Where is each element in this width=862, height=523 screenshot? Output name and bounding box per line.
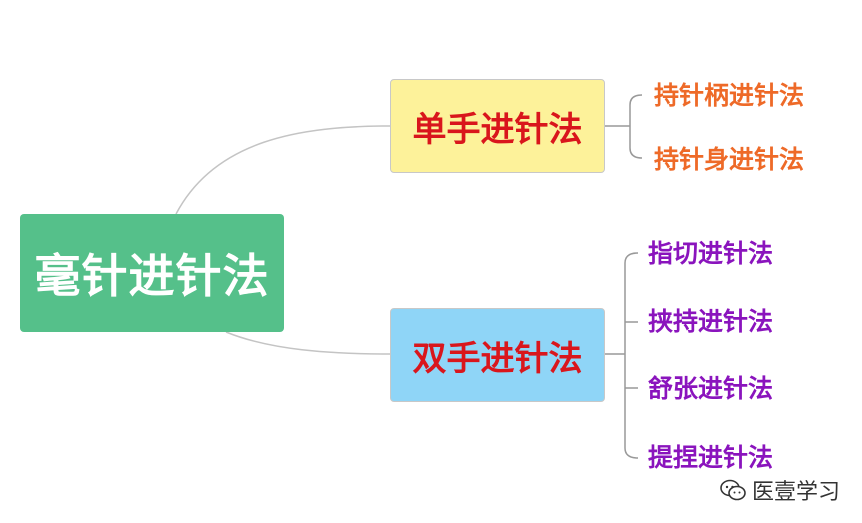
- watermark: 医壹学习: [720, 474, 840, 506]
- connector-branch-2-leaves: [624, 252, 639, 459]
- connector-root-to-branch-1: [175, 125, 391, 215]
- root-node: 毫针进针法: [20, 214, 284, 332]
- leaf-node: 舒张进针法: [648, 374, 774, 403]
- leaf-node: 持针身进针法: [654, 145, 805, 174]
- leaf-node: 指切进针法: [648, 239, 774, 268]
- leaf-node: 持针柄进针法: [654, 81, 805, 110]
- watermark-text: 医壹学习: [752, 480, 841, 505]
- connector-root-to-branch-2: [225, 331, 391, 355]
- connector-branch-1-leaves: [629, 94, 643, 159]
- wechat-icon: [720, 479, 746, 501]
- leaf-node: 挟持进针法: [648, 307, 774, 336]
- branch-node-single-hand: 单手进针法: [390, 79, 605, 173]
- leaf-node: 提捏进针法: [648, 443, 774, 472]
- branch-node-double-hand: 双手进针法: [390, 308, 605, 402]
